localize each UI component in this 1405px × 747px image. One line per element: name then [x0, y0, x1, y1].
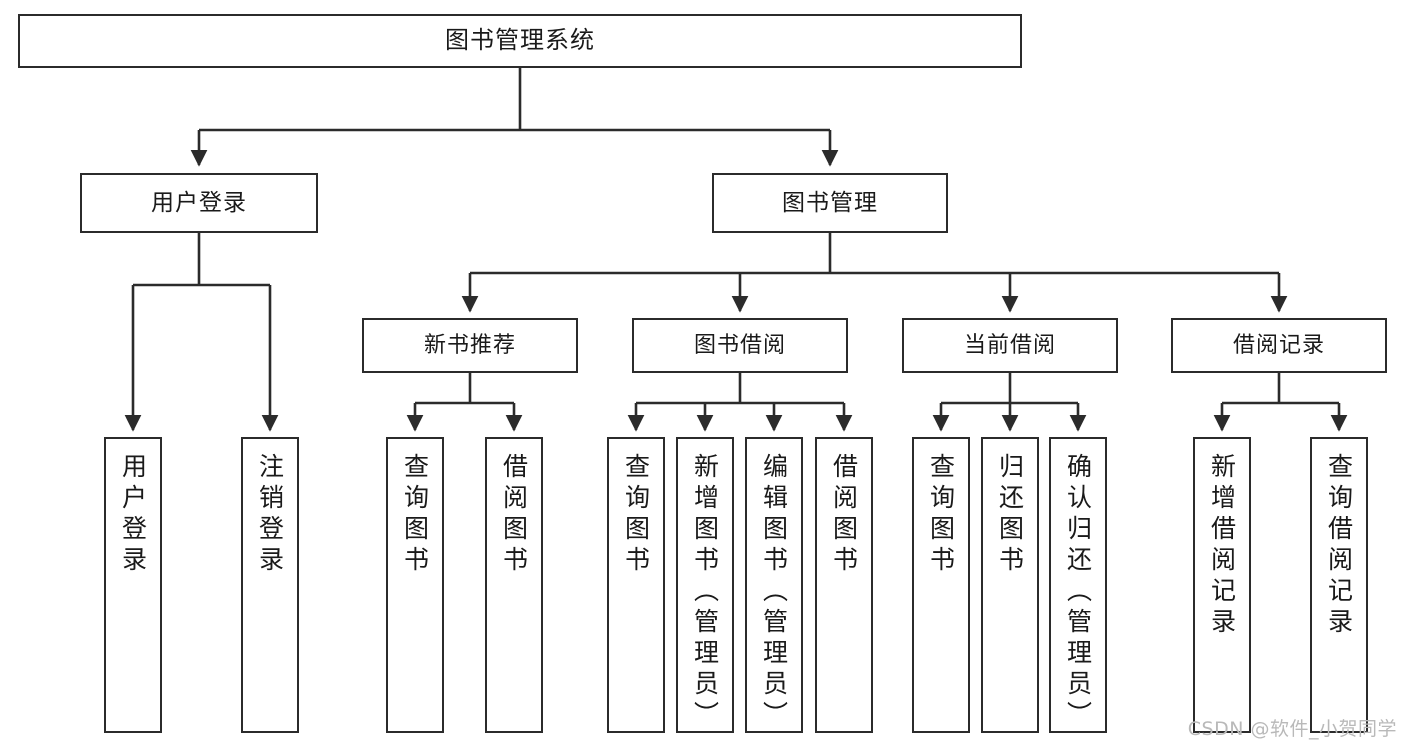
node-label: 编辑图书（管理员） — [759, 453, 789, 732]
leaf-borrow-record-query[interactable]: 查询借阅记录 — [1310, 437, 1368, 733]
node-label: 图书管理 — [782, 189, 878, 216]
node-label: 新书推荐 — [423, 332, 516, 358]
leaf-book-borrow-edit[interactable]: 编辑图书（管理员） — [745, 437, 803, 733]
node-user-login[interactable]: 用户登录 — [80, 173, 318, 233]
leaf-borrow-record-add[interactable]: 新增借阅记录 — [1193, 437, 1251, 733]
node-label: 图书管理系统 — [445, 26, 595, 55]
leaf-book-borrow-query[interactable]: 查询图书 — [607, 437, 665, 733]
node-label: 用户登录 — [118, 453, 148, 577]
node-label: 新增借阅记录 — [1207, 453, 1237, 639]
leaf-user-login-logout[interactable]: 注销登录 — [241, 437, 299, 733]
node-label: 当前借阅 — [963, 332, 1056, 358]
node-new-book-recommend[interactable]: 新书推荐 — [362, 318, 578, 373]
node-label: 借阅图书 — [829, 453, 859, 577]
node-label: 查询图书 — [926, 453, 956, 577]
leaf-new-book-query[interactable]: 查询图书 — [386, 437, 444, 733]
csdn-watermark: CSDN @软件_小贺同学 — [1187, 718, 1397, 740]
node-root-system[interactable]: 图书管理系统 — [18, 14, 1022, 68]
node-current-borrow[interactable]: 当前借阅 — [902, 318, 1118, 373]
leaf-user-login-login[interactable]: 用户登录 — [104, 437, 162, 733]
leaf-current-borrow-query[interactable]: 查询图书 — [912, 437, 970, 733]
node-book-management[interactable]: 图书管理 — [712, 173, 948, 233]
leaf-current-borrow-confirm-return[interactable]: 确认归还（管理员） — [1049, 437, 1107, 733]
leaf-current-borrow-return[interactable]: 归还图书 — [981, 437, 1039, 733]
node-label: 查询图书 — [400, 453, 430, 577]
node-label: 借阅记录 — [1232, 332, 1325, 358]
node-book-borrow[interactable]: 图书借阅 — [632, 318, 848, 373]
node-label: 新增图书（管理员） — [690, 453, 720, 732]
node-label: 确认归还（管理员） — [1063, 453, 1093, 732]
leaf-book-borrow-add[interactable]: 新增图书（管理员） — [676, 437, 734, 733]
node-label: 借阅图书 — [499, 453, 529, 577]
leaf-new-book-borrow[interactable]: 借阅图书 — [485, 437, 543, 733]
node-label: 查询图书 — [621, 453, 651, 577]
node-borrow-record[interactable]: 借阅记录 — [1171, 318, 1387, 373]
node-label: 归还图书 — [995, 453, 1025, 577]
node-label: 用户登录 — [151, 189, 247, 216]
leaf-book-borrow-borrow[interactable]: 借阅图书 — [815, 437, 873, 733]
node-label: 查询借阅记录 — [1324, 453, 1354, 639]
node-label: 注销登录 — [255, 453, 285, 577]
node-label: 图书借阅 — [693, 332, 786, 358]
